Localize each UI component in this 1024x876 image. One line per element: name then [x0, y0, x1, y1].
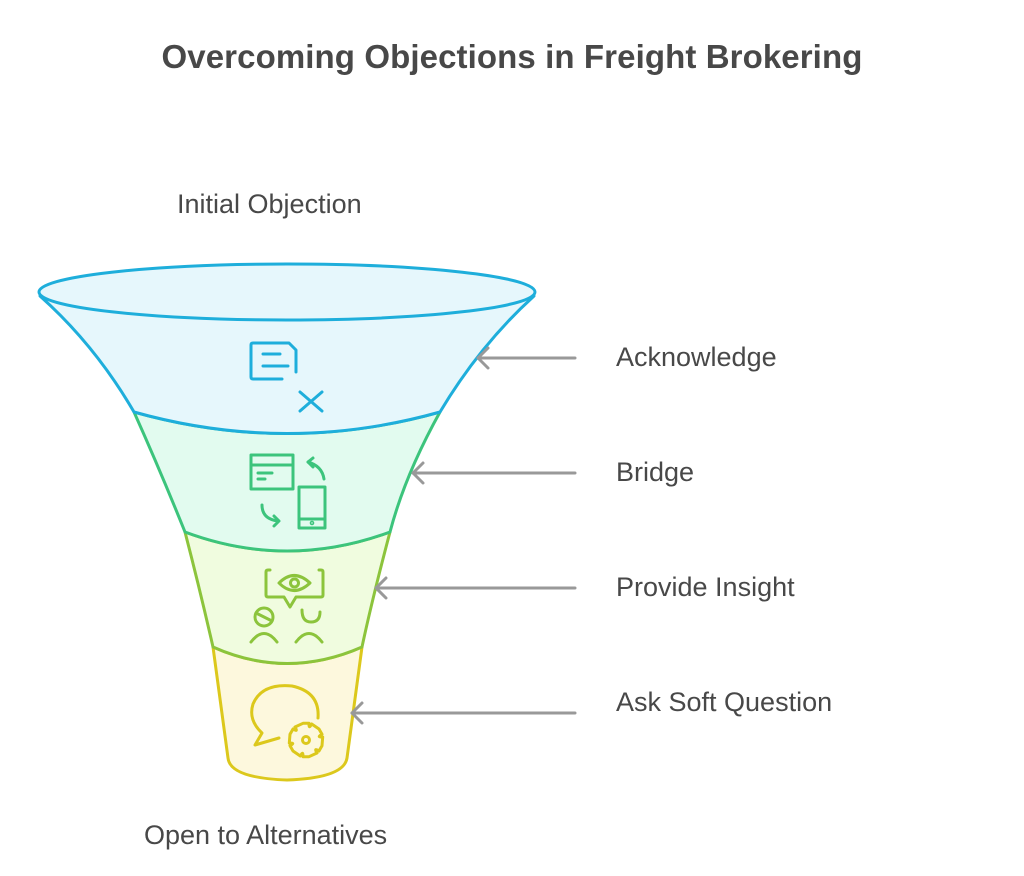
document-x-icon — [249, 341, 324, 413]
people-vision-icon — [249, 568, 325, 644]
chat-gear-icon — [250, 684, 325, 759]
arrow-ask-soft-question — [350, 701, 577, 725]
funnel-input-label: Initial Objection — [177, 189, 362, 219]
stage-label-bridge: Bridge — [616, 457, 695, 487]
funnel-top-rim — [37, 262, 537, 322]
arrow-bridge — [411, 461, 577, 485]
funnel-output-label: Open to Alternatives — [144, 820, 388, 850]
funnel-segment-4 — [211, 645, 364, 782]
funnel-stage-acknowledge — [37, 262, 537, 435]
arrow-provide-insight — [374, 576, 577, 600]
diagram-title: Overcoming Objections in Freight Brokeri… — [161, 38, 863, 75]
stage-label-acknowledge: Acknowledge — [616, 342, 777, 372]
funnel-stage-ask-soft-question — [211, 645, 364, 782]
stage-label-provide-insight: Provide Insight — [616, 572, 795, 602]
arrow-acknowledge — [476, 346, 577, 370]
stage-label-ask-soft-question: Ask Soft Question — [616, 687, 833, 717]
transfer-devices-icon — [249, 453, 327, 530]
